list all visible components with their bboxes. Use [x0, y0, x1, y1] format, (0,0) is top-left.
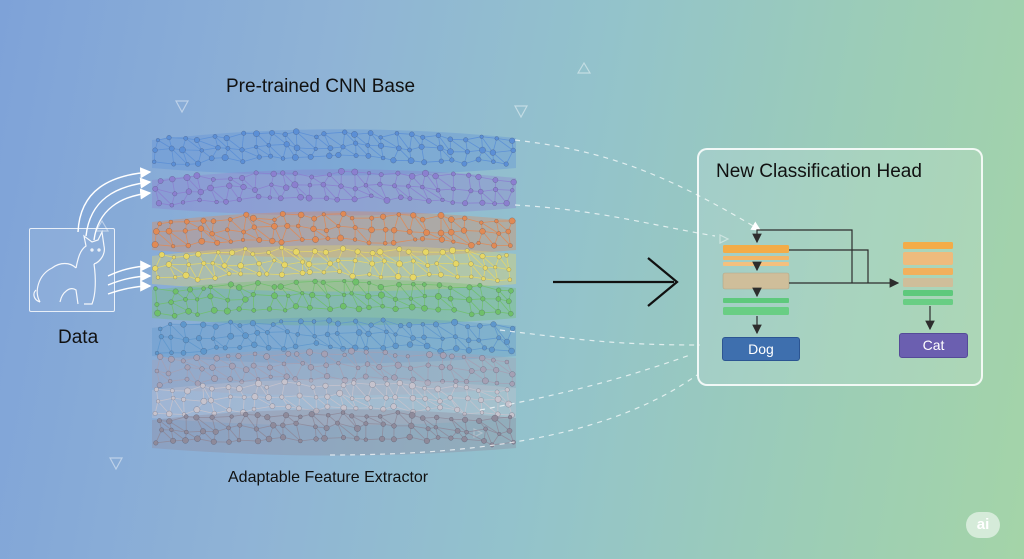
network-layer	[152, 347, 516, 396]
network-layer	[152, 409, 516, 456]
data-label: Data	[58, 327, 99, 348]
ai-watermark-badge: ai	[966, 512, 1000, 538]
cnn-title: Pre-trained CNN Base	[226, 76, 416, 97]
network-layer	[152, 278, 516, 326]
network-layer	[152, 378, 516, 426]
transfer-arrow	[553, 257, 679, 307]
network-layer	[152, 167, 517, 216]
input-data-box	[29, 228, 115, 312]
network-layer	[152, 128, 516, 176]
head-title: New Classification Head	[716, 161, 922, 182]
extractor-caption: Adaptable Feature Extractor	[228, 469, 429, 486]
input-arrows	[77, 167, 152, 295]
dog-output-box: Dog	[722, 337, 800, 361]
cnn-network	[151, 128, 517, 456]
network-layer	[152, 245, 516, 292]
cat-illustration	[33, 230, 105, 305]
network-layer	[151, 210, 516, 258]
head-right-stack	[903, 242, 953, 305]
dashed-connectors	[329, 139, 762, 456]
network-layer	[152, 317, 516, 364]
cat-output-box: Cat	[899, 333, 968, 358]
head-connectors	[752, 229, 935, 335]
